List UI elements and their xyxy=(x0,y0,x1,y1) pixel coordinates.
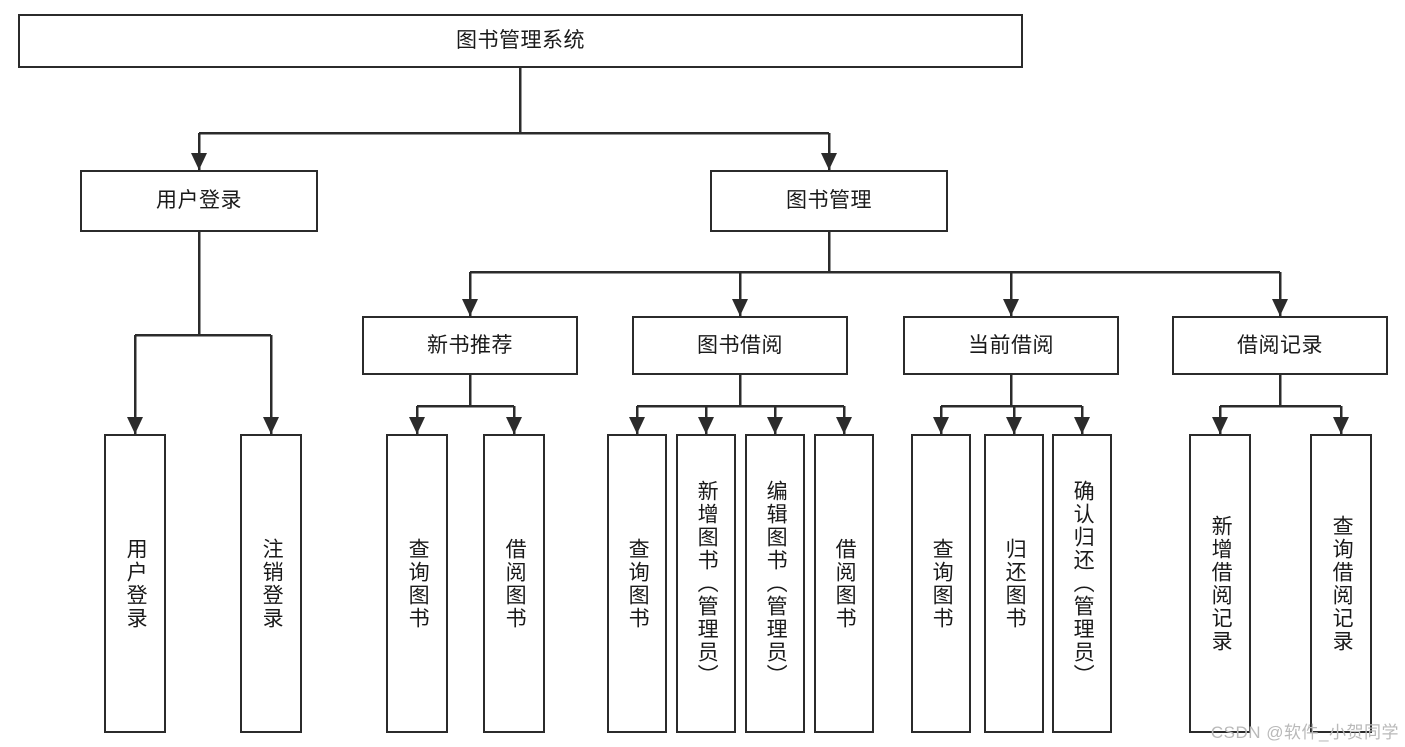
node-leaf-user-logout[interactable]: 注销登录 xyxy=(240,434,302,733)
node-book-borrow[interactable]: 图书借阅 xyxy=(632,316,848,375)
node-leaf-bookborrow-edit-label: 编辑图书（管理员） xyxy=(764,480,788,687)
node-leaf-newbook-query-label: 查询图书 xyxy=(406,537,430,630)
node-book-management-label: 图书管理 xyxy=(786,189,872,213)
node-user-login-label: 用户登录 xyxy=(156,189,242,213)
node-leaf-bookborrow-borrow[interactable]: 借阅图书 xyxy=(814,434,874,733)
node-borrow-record-label: 借阅记录 xyxy=(1237,333,1323,357)
node-user-login[interactable]: 用户登录 xyxy=(80,170,318,232)
node-borrow-record[interactable]: 借阅记录 xyxy=(1172,316,1388,375)
node-leaf-newbook-borrow[interactable]: 借阅图书 xyxy=(483,434,545,733)
node-leaf-currentborrow-query-label: 查询图书 xyxy=(930,537,954,630)
node-current-borrow[interactable]: 当前借阅 xyxy=(903,316,1119,375)
node-leaf-borrowrecord-add-label: 新增借阅记录 xyxy=(1209,514,1233,653)
node-leaf-user-logout-label: 注销登录 xyxy=(260,537,284,630)
node-new-book-recommend[interactable]: 新书推荐 xyxy=(362,316,578,375)
node-leaf-bookborrow-borrow-label: 借阅图书 xyxy=(833,537,857,630)
node-leaf-bookborrow-edit[interactable]: 编辑图书（管理员） xyxy=(745,434,805,733)
node-leaf-bookborrow-query[interactable]: 查询图书 xyxy=(607,434,667,733)
node-leaf-currentborrow-confirm-label: 确认归还（管理员） xyxy=(1071,480,1095,687)
node-new-book-recommend-label: 新书推荐 xyxy=(427,333,513,357)
node-leaf-user-login-label: 用户登录 xyxy=(124,537,148,630)
node-leaf-bookborrow-query-label: 查询图书 xyxy=(626,537,650,630)
node-root[interactable]: 图书管理系统 xyxy=(18,14,1023,68)
node-leaf-newbook-borrow-label: 借阅图书 xyxy=(503,537,527,630)
node-leaf-borrowrecord-add[interactable]: 新增借阅记录 xyxy=(1189,434,1251,733)
node-leaf-borrowrecord-query-label: 查询借阅记录 xyxy=(1330,514,1354,653)
node-leaf-currentborrow-confirm[interactable]: 确认归还（管理员） xyxy=(1052,434,1112,733)
node-leaf-newbook-query[interactable]: 查询图书 xyxy=(386,434,448,733)
node-leaf-currentborrow-return[interactable]: 归还图书 xyxy=(984,434,1044,733)
node-root-label: 图书管理系统 xyxy=(456,29,585,53)
node-leaf-borrowrecord-query[interactable]: 查询借阅记录 xyxy=(1310,434,1372,733)
node-leaf-bookborrow-add-label: 新增图书（管理员） xyxy=(695,480,719,687)
node-leaf-user-login[interactable]: 用户登录 xyxy=(104,434,166,733)
csdn-watermark: CSDN @软件_小贺同学 xyxy=(1210,723,1399,742)
node-book-borrow-label: 图书借阅 xyxy=(697,333,783,357)
node-leaf-currentborrow-query[interactable]: 查询图书 xyxy=(911,434,971,733)
node-current-borrow-label: 当前借阅 xyxy=(968,333,1054,357)
node-leaf-currentborrow-return-label: 归还图书 xyxy=(1003,537,1027,630)
node-book-management[interactable]: 图书管理 xyxy=(710,170,948,232)
node-leaf-bookborrow-add[interactable]: 新增图书（管理员） xyxy=(676,434,736,733)
